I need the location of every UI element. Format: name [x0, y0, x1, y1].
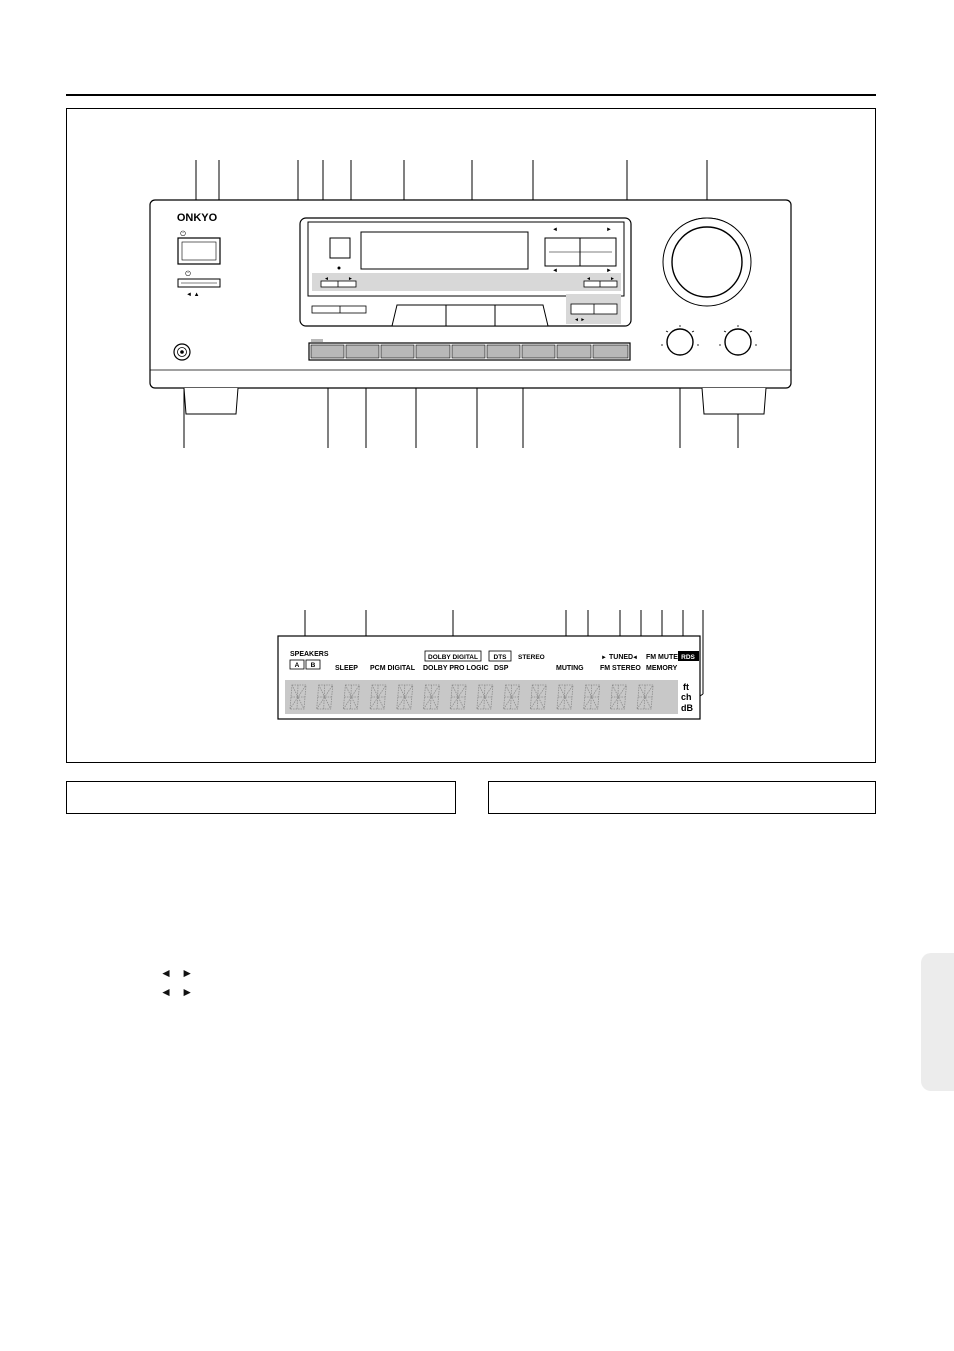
tuned-indicator: TUNED: [609, 654, 633, 661]
volume-knob[interactable]: [671, 226, 743, 298]
svg-text:◄ ►: ◄ ►: [574, 317, 585, 323]
svg-text:►: ►: [348, 276, 353, 282]
svg-text:►: ►: [606, 268, 612, 274]
svg-text:►: ►: [606, 227, 612, 233]
preset-buttons[interactable]: [583, 280, 618, 288]
svg-text:⏻: ⏻: [180, 230, 186, 238]
center-button-1[interactable]: [391, 304, 447, 327]
input-selector-buttons[interactable]: [310, 344, 629, 359]
dsp-indicator: DSP: [494, 665, 509, 672]
speaker-buttons[interactable]: [311, 305, 367, 314]
remote-sensor: [329, 237, 351, 259]
segment-character: [503, 684, 521, 710]
dimmer-buttons[interactable]: [320, 280, 357, 288]
memory-indicator: MEMORY: [646, 665, 678, 672]
front-panel-diagram: ONKYO ⏻ ⏻ ◄ ▲ ◄ ► ◄ ► ◄ ► ◄ ► ◄ ►: [149, 160, 792, 448]
svg-text:◄: ◄: [324, 276, 329, 282]
rds-indicator: RDS: [681, 654, 695, 661]
section-header-left: [66, 781, 456, 814]
stereo-indicator: STEREO: [518, 654, 545, 661]
svg-text:◄ ▲: ◄ ▲: [186, 292, 200, 298]
segment-character: [556, 684, 574, 710]
segment-character: [396, 684, 414, 710]
sleep-indicator: SLEEP: [335, 665, 358, 672]
section-header-right: [488, 781, 876, 814]
fl-display: [360, 231, 529, 270]
fm-stereo-indicator: FM STEREO: [600, 665, 641, 672]
segment-character: [316, 684, 334, 710]
dts-indicator: DTS: [494, 654, 508, 661]
segment-character: [449, 684, 467, 710]
ft-indicator: ft: [683, 682, 689, 692]
svg-text:⏻: ⏻: [185, 270, 191, 278]
svg-text:►: ►: [610, 276, 615, 282]
bass-knob[interactable]: [666, 328, 694, 356]
ch-indicator: ch: [681, 692, 692, 702]
speakers-indicator: SPEAKERS: [290, 651, 329, 658]
brand-logo: ONKYO: [177, 212, 218, 224]
db-indicator: dB: [681, 703, 693, 713]
segment-character: [289, 684, 307, 710]
fm-mute-indicator: FM MUTE: [646, 654, 678, 661]
muting-indicator: MUTING: [556, 665, 584, 672]
segment-character: [583, 684, 601, 710]
left-foot: [183, 387, 239, 415]
segment-character: [369, 684, 387, 710]
pcm-digital-indicator: PCM DIGITAL: [370, 665, 416, 672]
segment-character: [423, 684, 440, 710]
segment-character: [609, 684, 627, 710]
power-button[interactable]: [177, 237, 221, 265]
display-indicator-diagram: SPEAKERS A B SLEEP PCM DIGITAL DOLBY DIG…: [277, 610, 704, 720]
speaker-a-indicator: A: [295, 662, 300, 669]
svg-text:◄: ◄: [632, 655, 638, 661]
indicator-strip: [312, 273, 621, 291]
figure-frame: [66, 108, 876, 763]
svg-text:◄: ◄: [552, 227, 558, 233]
svg-text:►: ►: [601, 655, 607, 661]
dolby-digital-indicator: DOLBY DIGITAL: [428, 654, 478, 661]
segment-character: [636, 684, 654, 710]
svg-text:◄: ◄: [552, 268, 558, 274]
side-index-tab: [921, 953, 954, 1091]
center-button-3[interactable]: [494, 304, 549, 327]
treble-knob[interactable]: [724, 328, 752, 356]
segment-character: [529, 684, 547, 710]
svg-text:◄: ◄: [586, 276, 591, 282]
arrow-glyphs-1: ◄ ►: [160, 966, 197, 980]
arrow-glyphs-2: ◄ ►: [160, 985, 197, 999]
top-rule: [66, 94, 876, 96]
center-button-2[interactable]: [445, 304, 496, 327]
segment-character: [342, 684, 360, 710]
segment-character: [476, 684, 494, 710]
dolby-pro-logic-indicator: DOLBY PRO LOGIC: [423, 665, 489, 672]
segment-characters: [289, 684, 654, 710]
right-foot: [701, 387, 767, 415]
speaker-b-indicator: B: [311, 662, 316, 669]
